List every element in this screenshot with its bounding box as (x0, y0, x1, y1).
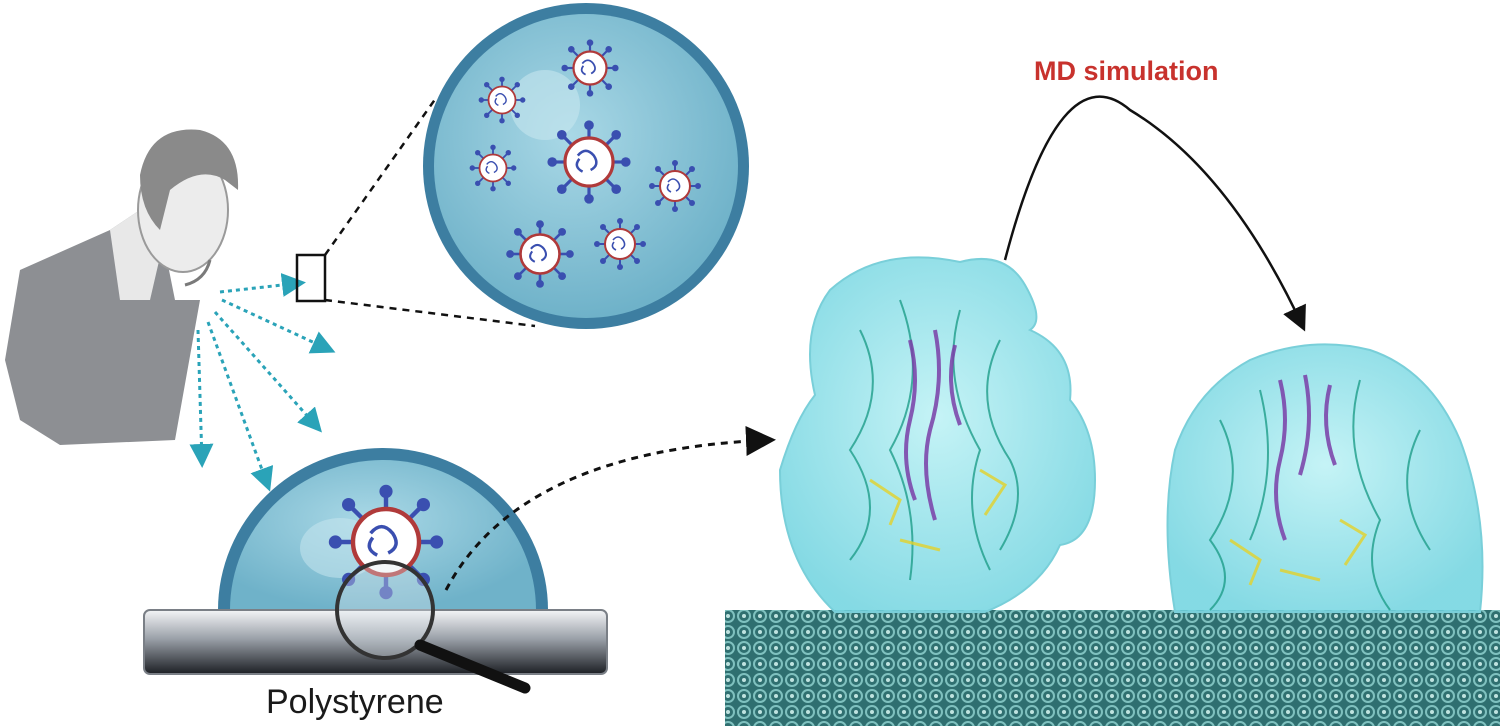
zoom-line-top (325, 98, 436, 255)
md-simulation-arrow (1005, 97, 1303, 327)
virus-particle-icon (479, 77, 526, 124)
aerosol-spray-arrows (198, 283, 330, 486)
virus-particle-icon (470, 145, 517, 192)
surface-droplet (144, 448, 607, 688)
zoom-box (297, 255, 325, 301)
virus-particle-icon (547, 120, 630, 203)
virus-particle-icon (594, 218, 646, 270)
polystyrene-label: Polystyrene (266, 683, 444, 722)
virus-particle-icon (649, 160, 701, 212)
protein-structure-adsorbed (1168, 344, 1483, 612)
virus-particle-icon (561, 39, 618, 96)
polystyrene-lattice (725, 610, 1500, 726)
virus-particle-icon (506, 220, 574, 288)
md-simulation-label: MD simulation (1034, 56, 1219, 87)
protein-structure-initial (780, 257, 1095, 612)
aerosol-droplet (423, 3, 749, 329)
person-coughing-icon (5, 130, 238, 445)
